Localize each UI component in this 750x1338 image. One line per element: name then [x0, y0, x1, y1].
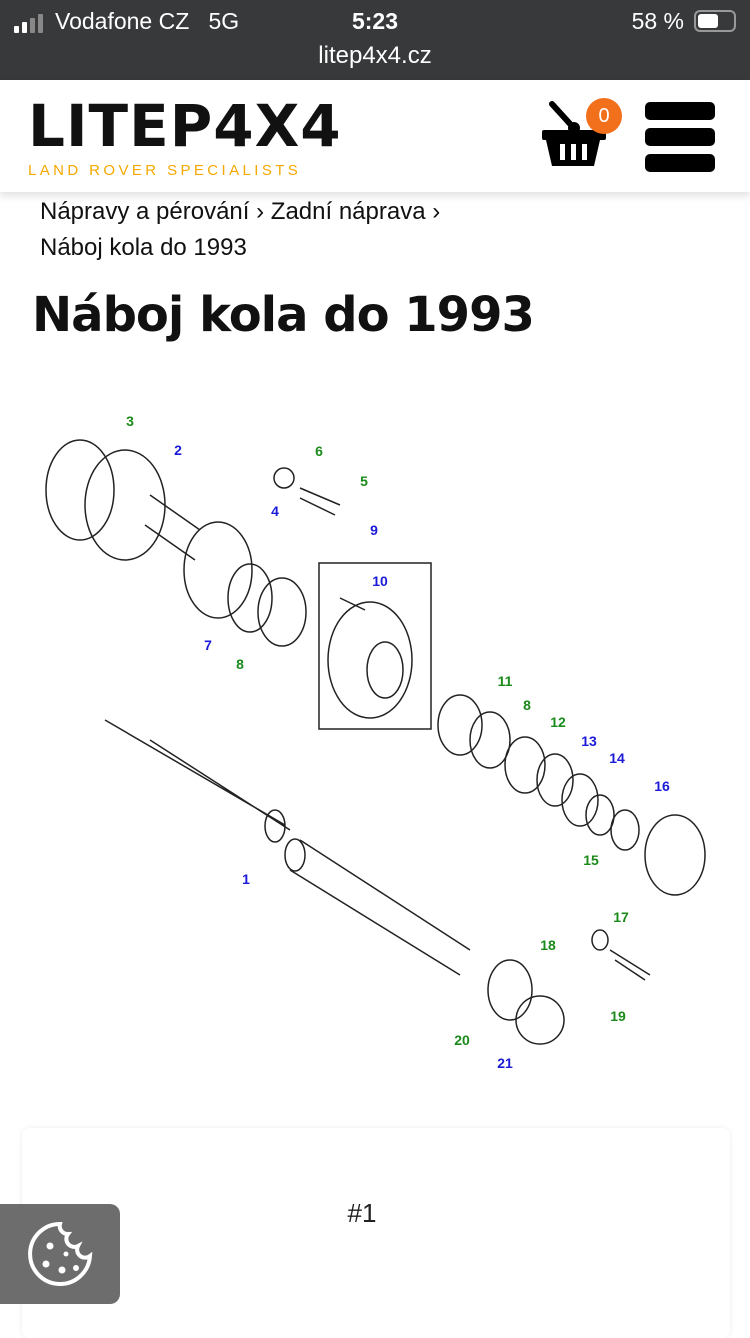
page-title: Náboj kola do 1993 — [32, 287, 535, 343]
carrier-name: Vodafone CZ — [55, 8, 190, 34]
battery-icon — [694, 10, 736, 32]
url-bar[interactable]: litep4x4.cz — [318, 42, 432, 69]
cart-count-badge: 0 — [586, 98, 622, 134]
carrier: Vodafone CZ 5G — [55, 8, 239, 34]
part-label-13: 13 — [581, 733, 597, 749]
part-label-15: 15 — [583, 852, 599, 868]
part-label-5: 5 — [360, 473, 368, 489]
part-label-3: 3 — [126, 413, 134, 429]
part-label-10: 10 — [372, 573, 388, 589]
part-label-1: 1 — [242, 871, 250, 887]
part-label-6: 6 — [315, 443, 323, 459]
part-label-21: 21 — [497, 1055, 513, 1071]
network-type: 5G — [208, 8, 240, 34]
hamburger-menu-button[interactable] — [645, 102, 715, 180]
part-label-11: 11 — [498, 673, 513, 689]
part-label-7: 7 — [204, 637, 212, 653]
part-label-8: 8 — [236, 656, 244, 672]
breadcrumb-current: Náboj kola do 1993 — [40, 234, 247, 261]
part-label-18: 18 — [540, 937, 556, 953]
cookie-settings-button[interactable] — [0, 1204, 120, 1304]
product-card[interactable]: #1 — [22, 1128, 730, 1338]
cart-icon[interactable] — [538, 100, 628, 170]
part-label-2: 2 — [174, 442, 182, 458]
part-label-16: 16 — [654, 778, 670, 794]
site-header: LITEP4X4 LAND ROVER SPECIALISTS — [0, 80, 750, 192]
part-label-9: 9 — [370, 522, 378, 538]
signal-icon — [14, 14, 43, 33]
part-label-19: 19 — [610, 1008, 626, 1024]
part-label-14: 14 — [609, 750, 625, 766]
part-label-20: 20 — [454, 1032, 470, 1048]
breadcrumb[interactable]: Nápravy a pérování › Zadní náprava › — [40, 198, 441, 225]
logo-tagline: LAND ROVER SPECIALISTS — [28, 162, 302, 179]
clock: 5:23 — [351, 8, 399, 34]
battery-percent: 58 % — [631, 8, 684, 34]
status-bar: Vodafone CZ 5G 5:23 58 % litep4x4.cz — [0, 0, 750, 80]
part-label-17: 17 — [613, 909, 629, 925]
cookie-icon — [28, 1221, 93, 1286]
logo[interactable]: LITEP4X4 LAND ROVER SPECIALISTS — [28, 92, 342, 180]
item-number: #1 — [347, 1198, 377, 1228]
part-label-8: 8 — [523, 697, 531, 713]
part-label-4: 4 — [271, 503, 279, 519]
logo-text: LITEP4X4 — [28, 92, 342, 160]
part-label-12: 12 — [550, 714, 566, 730]
